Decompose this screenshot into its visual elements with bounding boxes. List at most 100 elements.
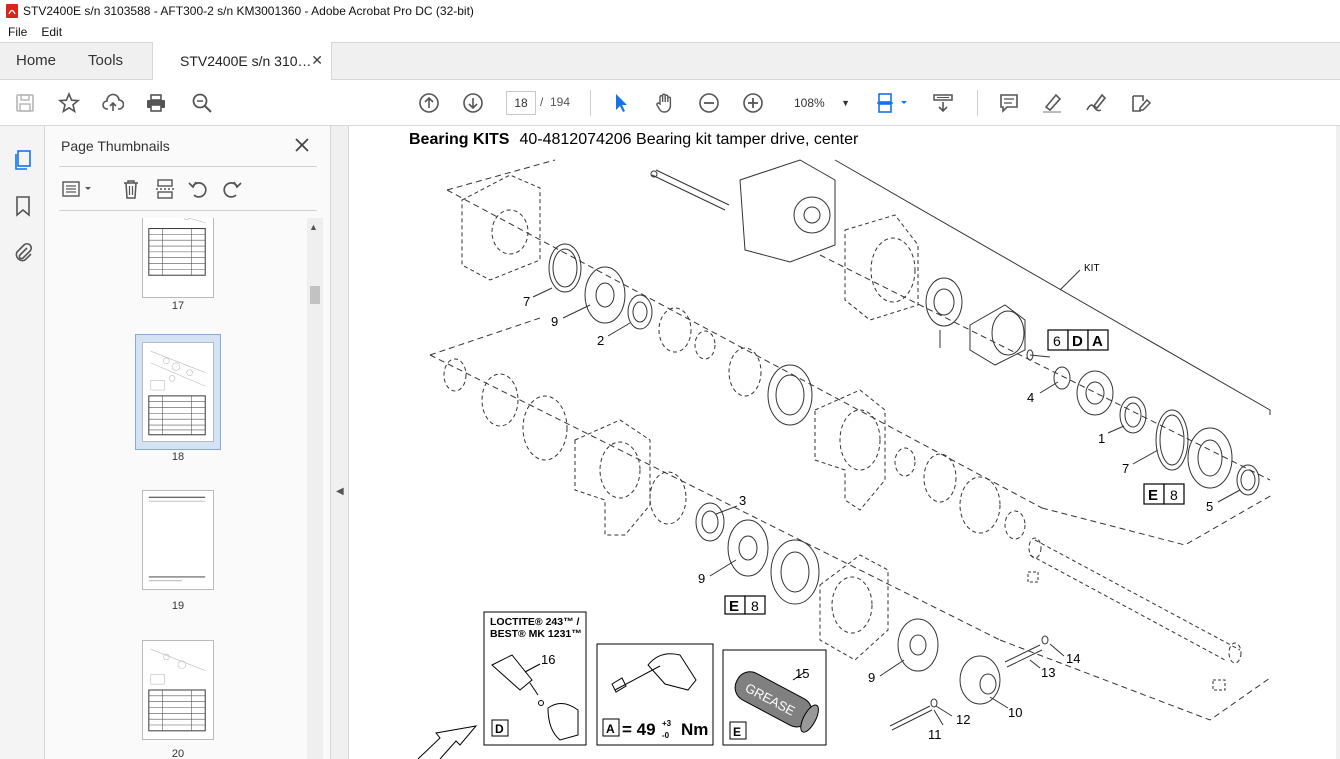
callout-16: 16 (541, 652, 555, 667)
thumbnail-label-20: 20 (171, 748, 185, 759)
box-A: A (1092, 333, 1103, 350)
panel-title: Page Thumbnails (61, 138, 170, 154)
page-total: 194 (550, 95, 571, 109)
torque-legend: A = 49 +3 -0 Nm (596, 643, 714, 746)
hand-tool-icon[interactable] (653, 91, 677, 115)
tab-document-label: STV2400E s/n 310… (180, 53, 312, 69)
loctite-line-2: BEST® MK 1231™ (490, 628, 582, 640)
page-thumbnail-19[interactable] (142, 490, 214, 590)
callout-3: 3 (739, 493, 746, 508)
attachments-paperclip-icon[interactable] (11, 240, 35, 264)
thumbnail-label-18: 18 (171, 451, 185, 463)
torque-letter: A (606, 722, 615, 736)
rotate-counterclockwise-icon[interactable] (187, 178, 209, 200)
chevron-down-icon: ▼ (841, 98, 850, 108)
callout-11: 11 (928, 727, 942, 742)
toolbar-divider (977, 90, 978, 116)
thumbnail-label-17: 17 (171, 300, 185, 312)
callout-7b: 7 (1122, 461, 1129, 476)
loctite-letter: D (495, 722, 504, 736)
menu-bar: File Edit (0, 22, 1340, 42)
box-E-center: E (729, 598, 739, 615)
page-display-icon[interactable] (876, 91, 912, 115)
grease-letter: E (733, 725, 741, 739)
save-icon[interactable] (13, 91, 37, 115)
bookmarks-icon[interactable] (11, 194, 35, 218)
callout-4: 4 (1027, 390, 1034, 405)
select-cursor-icon[interactable] (609, 91, 633, 115)
loctite-line-1: LOCTITE® 243™ / (490, 616, 580, 628)
panel-divider (59, 210, 317, 211)
callout-9c: 9 (868, 670, 875, 685)
zoom-out-icon[interactable] (697, 91, 721, 115)
callout-14: 14 (1066, 651, 1080, 666)
page-number-input[interactable]: 18 (506, 91, 536, 115)
callout-9b: 9 (698, 571, 705, 586)
toolbar-divider (590, 90, 591, 116)
callout-13: 13 (1041, 665, 1055, 680)
thumbnail-scrollbar[interactable]: ▲ (307, 218, 323, 759)
callout-2: 2 (597, 333, 604, 348)
extract-page-icon[interactable] (154, 178, 176, 200)
menu-file[interactable]: File (8, 25, 28, 39)
upload-cloud-icon[interactable] (101, 91, 125, 115)
thumbnail-options-icon[interactable] (61, 178, 95, 200)
acrobat-app-icon (6, 4, 18, 18)
fill-sign-icon[interactable] (1128, 91, 1152, 115)
tab-home[interactable]: Home (16, 52, 57, 69)
delete-page-icon[interactable] (120, 178, 142, 200)
window-titlebar: STV2400E s/n 3103588 - AFT300-2 s/n KM30… (0, 0, 1340, 22)
scrollbar-thumb[interactable] (310, 286, 320, 304)
torque-tolerance-minus: -0 (662, 731, 670, 740)
tab-tools[interactable]: Tools (88, 52, 124, 69)
zoom-in-icon[interactable] (741, 91, 765, 115)
page-thumbnail-17[interactable] (142, 218, 214, 298)
bookmark-star-icon[interactable] (57, 91, 81, 115)
callout-9: 9 (551, 314, 558, 329)
next-page-button[interactable] (461, 91, 485, 115)
exploded-parts-drawing: 7 9 2 4 1 7 5 3 9 9 11 12 10 13 14 KIT 6… (417, 159, 1273, 759)
loctite-legend: LOCTITE® 243™ / BEST® MK 1231™ 16 D (483, 611, 587, 746)
search-zoom-icon[interactable] (190, 91, 214, 115)
thumbnail-list: 17 18 19 20 (59, 218, 317, 759)
kit-label: KIT (1084, 263, 1100, 274)
zoom-level-dropdown[interactable]: 108% ▼ (784, 91, 856, 115)
page-thumbnails-panel: Page Thumbnails 17 18 19 (45, 126, 331, 759)
callout-1: 1 (1098, 431, 1105, 446)
callout-7: 7 (523, 294, 530, 309)
box-8-right: 8 (1170, 487, 1178, 503)
tab-document[interactable]: STV2400E s/n 310… ✕ (152, 42, 332, 80)
box-E-right: E (1148, 487, 1158, 504)
chevron-left-icon: ◀ (336, 486, 344, 497)
box-6: 6 (1053, 333, 1061, 349)
page-thumbnail-20[interactable] (142, 640, 214, 740)
torque-tolerance-plus: +3 (662, 719, 672, 728)
highlight-pen-icon[interactable] (1040, 91, 1064, 115)
print-icon[interactable] (144, 91, 168, 115)
box-E-8-center: E 8 (724, 595, 766, 615)
comment-icon[interactable] (997, 91, 1021, 115)
close-panel-icon[interactable] (293, 136, 311, 154)
scroll-up-icon[interactable]: ▲ (309, 222, 318, 232)
rotate-clockwise-icon[interactable] (221, 178, 243, 200)
document-scrollbar[interactable] (1336, 126, 1340, 759)
callout-10: 10 (1008, 705, 1022, 720)
previous-page-button[interactable] (417, 91, 441, 115)
callout-12: 12 (956, 712, 970, 727)
close-tab-icon[interactable]: ✕ (311, 52, 323, 68)
scroll-mode-icon[interactable] (931, 91, 955, 115)
left-navigation-rail (0, 126, 45, 759)
window-title: STV2400E s/n 3103588 - AFT300-2 s/n KM30… (23, 4, 474, 18)
collapse-panel-handle[interactable]: ◀ (331, 126, 349, 759)
panel-divider (59, 166, 317, 167)
page-thumbnail-18[interactable] (142, 342, 214, 442)
page-thumbnails-icon[interactable] (11, 148, 35, 172)
page-separator: / (540, 95, 544, 109)
callout-5: 5 (1206, 499, 1213, 514)
main-toolbar: 18 / 194 108% ▼ (0, 80, 1340, 126)
menu-edit[interactable]: Edit (41, 25, 63, 39)
draw-freeform-icon[interactable] (1084, 91, 1108, 115)
box-8-center: 8 (751, 598, 759, 614)
